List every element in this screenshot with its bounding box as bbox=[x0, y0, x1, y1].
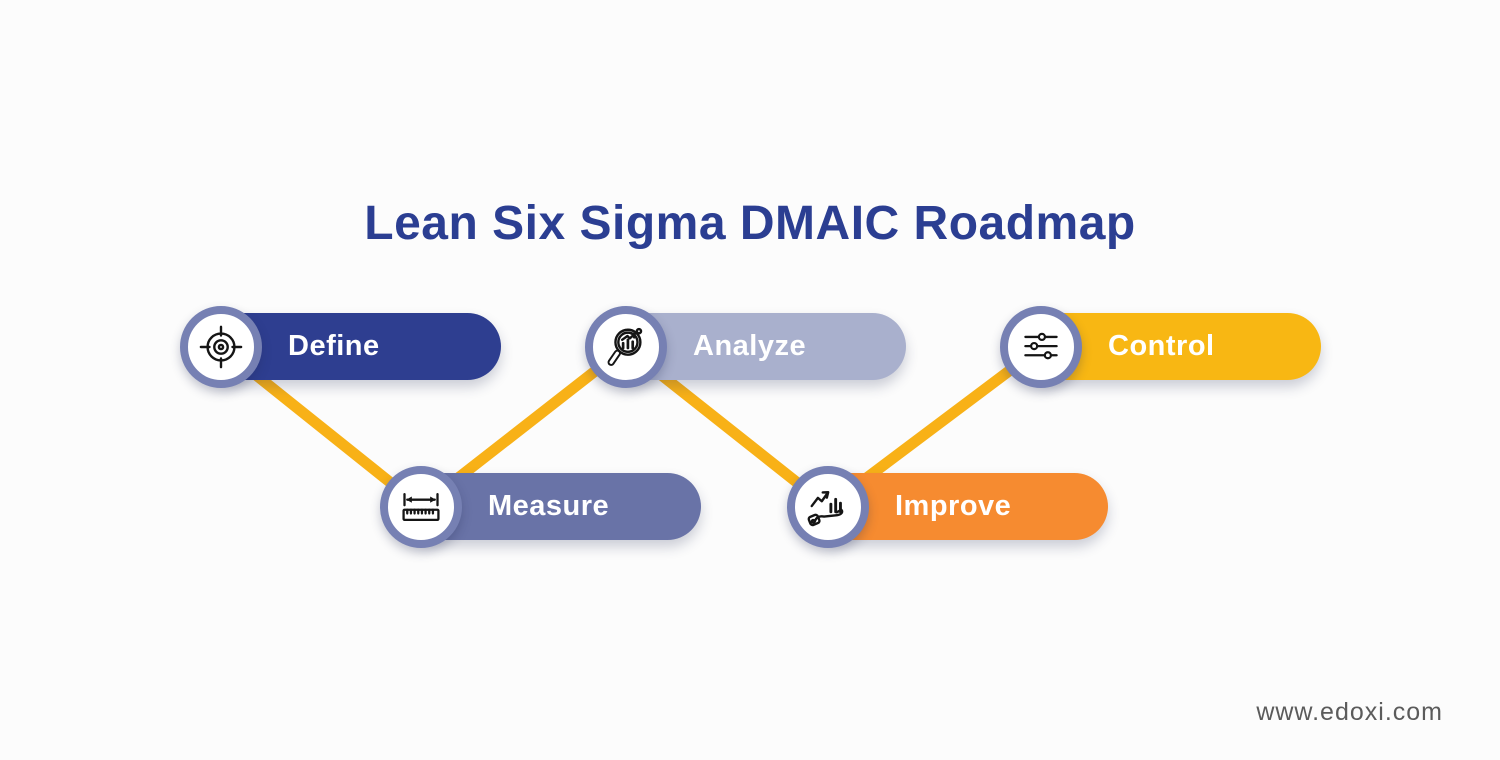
stage-define: Define bbox=[180, 306, 501, 388]
measure-icon-badge bbox=[380, 466, 462, 548]
control-icon-badge bbox=[1000, 306, 1082, 388]
stage-label: Analyze bbox=[693, 330, 807, 362]
page-title: Lean Six Sigma DMAIC Roadmap bbox=[364, 197, 1136, 250]
stage-label: Measure bbox=[488, 490, 610, 522]
growth-hand-icon bbox=[807, 491, 844, 527]
stage-improve: Improve bbox=[787, 466, 1108, 548]
stage-label: Control bbox=[1108, 330, 1215, 362]
stage-label: Define bbox=[288, 330, 380, 362]
ruler-icon bbox=[402, 493, 440, 521]
website-url: www.edoxi.com bbox=[1256, 698, 1443, 726]
analyze-icon-badge bbox=[585, 306, 667, 388]
stage-label: Improve bbox=[895, 490, 1012, 522]
stage-measure: Measure bbox=[380, 466, 701, 548]
improve-icon-badge bbox=[787, 466, 869, 548]
target-icon bbox=[199, 325, 243, 369]
stage-analyze: Analyze bbox=[585, 306, 906, 388]
sliders-icon bbox=[1024, 332, 1058, 360]
magnifier-chart-icon bbox=[607, 327, 643, 366]
stage-control: Control bbox=[1000, 306, 1321, 388]
define-icon-badge bbox=[180, 306, 262, 388]
